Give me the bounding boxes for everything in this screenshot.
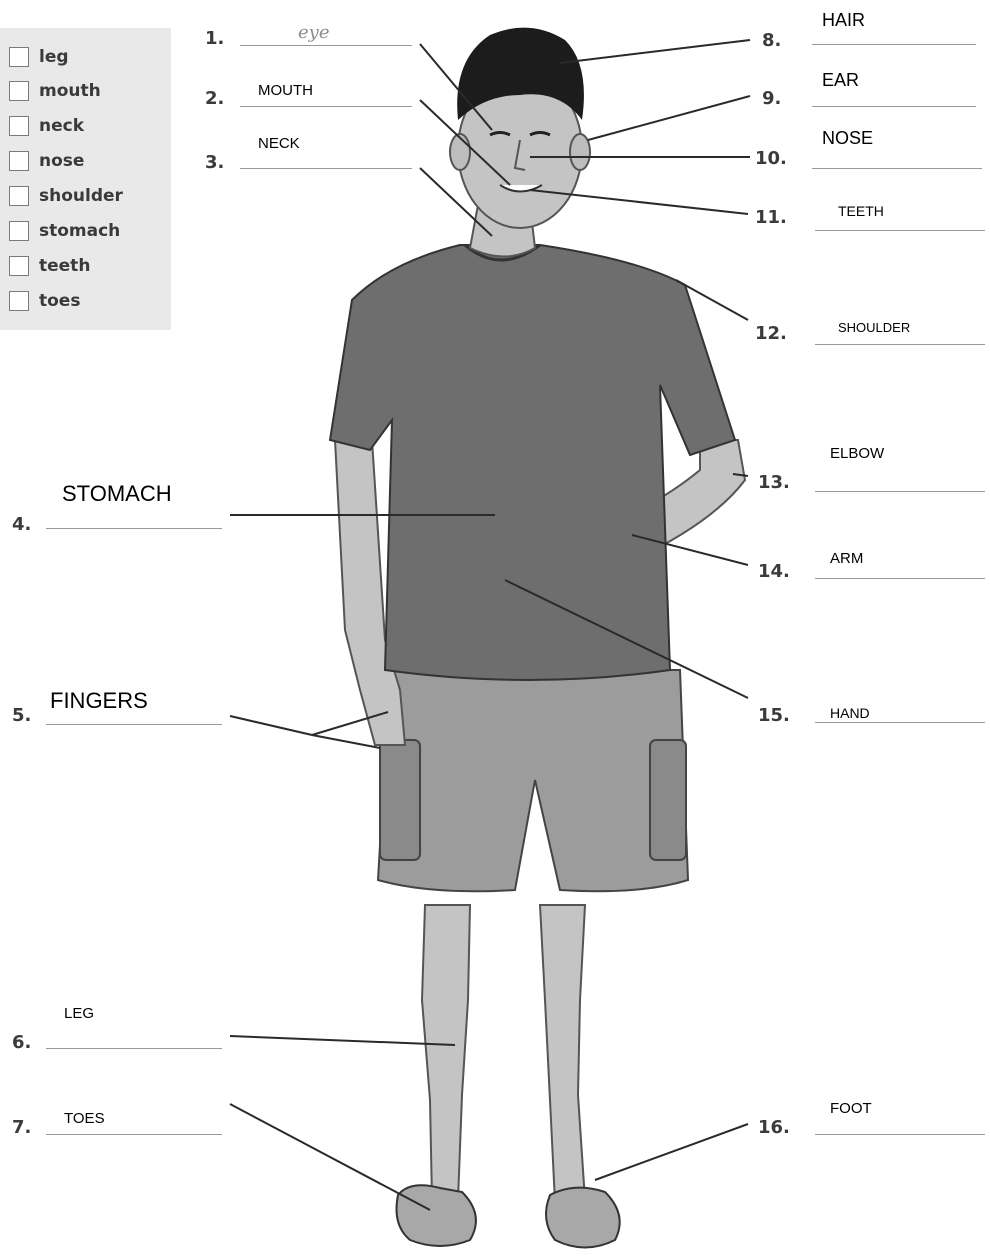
answer-text[interactable]: TOES <box>64 1110 105 1127</box>
answer-text[interactable]: STOMACH <box>62 481 172 507</box>
label-number: 3. <box>205 152 224 173</box>
answer-text[interactable]: LEG <box>64 1005 94 1022</box>
answer-line <box>812 44 976 45</box>
answer-line <box>240 168 412 169</box>
answer-line <box>815 230 985 231</box>
answer-text[interactable]: FINGERS <box>50 688 148 714</box>
word-label: teeth <box>39 256 90 276</box>
answer-line <box>46 724 222 725</box>
answer-line <box>46 528 222 529</box>
label-number: 1. <box>205 28 224 49</box>
answer-line <box>815 344 985 345</box>
answer-line <box>240 106 412 107</box>
checkbox[interactable] <box>9 81 29 101</box>
answer-line <box>46 1134 222 1135</box>
word-label: shoulder <box>39 186 123 206</box>
checkbox[interactable] <box>9 256 29 276</box>
answer-line <box>240 45 412 46</box>
checkbox[interactable] <box>9 116 29 136</box>
word-item-stomach[interactable]: stomach <box>9 218 120 244</box>
answer-text[interactable]: MOUTH <box>258 82 313 99</box>
word-item-mouth[interactable]: mouth <box>9 78 101 104</box>
answer-text[interactable]: eye <box>298 22 329 43</box>
checkbox[interactable] <box>9 186 29 206</box>
word-item-neck[interactable]: neck <box>9 113 84 139</box>
answer-text[interactable]: SHOULDER <box>838 320 910 335</box>
word-label: stomach <box>39 221 120 241</box>
answer-line <box>812 168 982 169</box>
answer-line <box>815 722 985 723</box>
label-number: 4. <box>12 514 31 535</box>
word-label: mouth <box>39 81 101 101</box>
label-number: 8. <box>762 30 781 51</box>
answer-line <box>815 491 985 492</box>
label-number: 15. <box>758 705 790 726</box>
word-label: leg <box>39 47 69 67</box>
answer-line <box>815 578 985 579</box>
checkbox[interactable] <box>9 221 29 241</box>
answer-line <box>46 1048 222 1049</box>
label-number: 13. <box>758 472 790 493</box>
label-number: 11. <box>755 207 787 228</box>
answer-text[interactable]: ELBOW <box>830 445 884 462</box>
label-number: 10. <box>755 148 787 169</box>
checkbox[interactable] <box>9 291 29 311</box>
word-label: nose <box>39 151 84 171</box>
answer-text[interactable]: EAR <box>822 70 859 91</box>
answer-text[interactable]: HAIR <box>822 10 865 31</box>
answer-line <box>815 1134 985 1135</box>
answer-text[interactable]: NECK <box>258 135 300 152</box>
label-number: 7. <box>12 1117 31 1138</box>
word-item-shoulder[interactable]: shoulder <box>9 183 123 209</box>
word-item-leg[interactable]: leg <box>9 44 69 70</box>
word-item-toes[interactable]: toes <box>9 288 80 314</box>
word-box: leg mouth neck nose shoulder stomach tee… <box>0 28 171 330</box>
checkbox[interactable] <box>9 151 29 171</box>
label-number: 12. <box>755 323 787 344</box>
label-number: 14. <box>758 561 790 582</box>
word-label: toes <box>39 291 80 311</box>
word-item-nose[interactable]: nose <box>9 148 84 174</box>
word-label: neck <box>39 116 84 136</box>
answer-line <box>812 106 976 107</box>
answer-text[interactable]: FOOT <box>830 1100 872 1117</box>
label-number: 16. <box>758 1117 790 1138</box>
checkbox[interactable] <box>9 47 29 67</box>
answer-text[interactable]: ARM <box>830 550 863 567</box>
answer-text[interactable]: NOSE <box>822 128 873 149</box>
label-number: 6. <box>12 1032 31 1053</box>
label-number: 2. <box>205 88 224 109</box>
answer-text[interactable]: HAND <box>830 705 870 721</box>
answer-text[interactable]: TEETH <box>838 203 884 219</box>
label-number: 9. <box>762 88 781 109</box>
label-number: 5. <box>12 705 31 726</box>
word-item-teeth[interactable]: teeth <box>9 253 90 279</box>
